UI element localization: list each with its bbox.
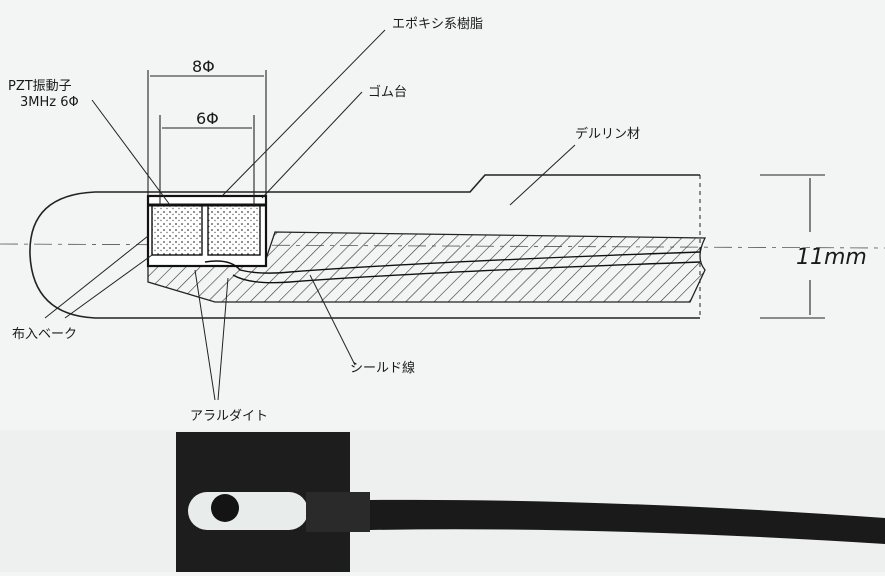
label-pzt-spec: 3MHz 6Φ — [20, 95, 79, 110]
shield-wire-line-lower — [232, 261, 701, 284]
delrin-body-top-edge — [95, 174, 700, 193]
leader-araldite-1 — [194, 269, 216, 401]
leader-pzt — [91, 99, 171, 206]
bakelite-insert — [147, 231, 707, 303]
leader-delrin — [509, 144, 576, 206]
paper — [0, 0, 885, 430]
label-shield-wire: シールド線 — [350, 360, 415, 376]
dim-inner-diameter: 6Φ — [196, 109, 219, 128]
shield-wire-line-upper — [204, 251, 701, 274]
delrin-body-outline — [29, 191, 700, 319]
label-pzt: PZT振動子 — [8, 79, 72, 94]
label-araldite: アラルダイト — [190, 409, 268, 424]
probe-window — [188, 492, 308, 530]
leader-bakelite-1 — [44, 235, 149, 319]
pzt-element-left — [151, 204, 203, 256]
dim-height: 11mm — [796, 245, 867, 270]
label-rubber-base: ゴム台 — [368, 84, 407, 100]
leader-araldite-2 — [217, 277, 229, 401]
leader-bakelite-2 — [64, 254, 153, 319]
probe-cable — [370, 499, 885, 544]
leader-rubber-base — [261, 91, 363, 199]
leader-epoxy — [221, 29, 386, 197]
probe-connector — [306, 492, 370, 532]
probe-element-dot — [211, 494, 239, 522]
pzt-element-right — [207, 204, 261, 256]
dim-outer-diameter: 8Φ — [192, 57, 215, 76]
label-bakelite: 布入ベーク — [12, 327, 77, 342]
label-epoxy: エポキシ系樹脂 — [392, 17, 483, 32]
label-delrin: デルリン材 — [575, 126, 640, 142]
leader-shield-wire — [309, 274, 356, 366]
